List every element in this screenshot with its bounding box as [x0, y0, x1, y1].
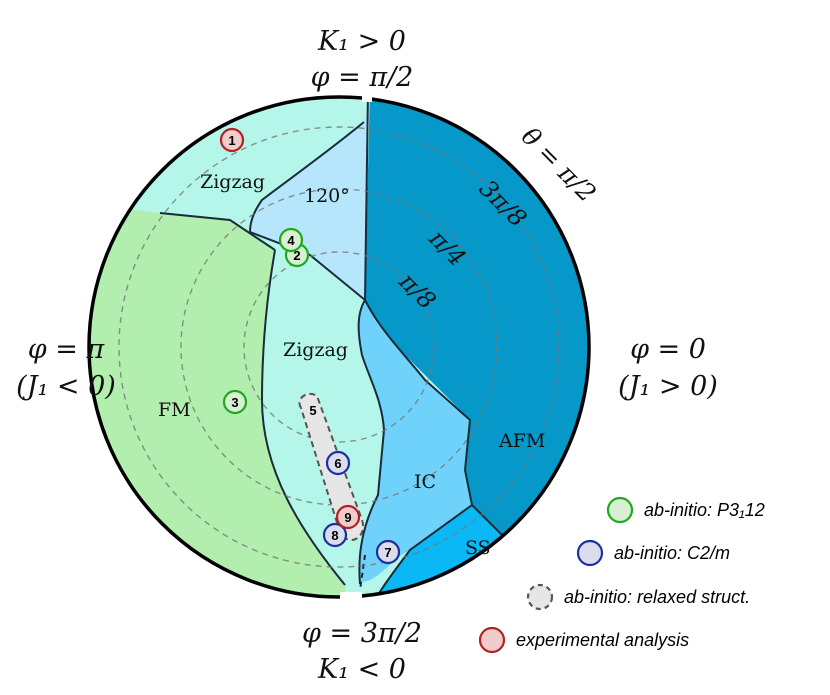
legend-item-red: experimental analysis — [478, 626, 689, 654]
label-ic: IC — [414, 471, 436, 493]
legend-label: experimental analysis — [516, 630, 689, 650]
boundary-ic-left — [357, 299, 386, 585]
marker-3: 3 — [222, 389, 248, 415]
legend-swatch — [478, 626, 506, 654]
marker-label: 2 — [293, 248, 300, 263]
marker-circle — [375, 539, 401, 565]
marker-label: 6 — [334, 456, 341, 471]
marker-label: 3 — [231, 395, 238, 410]
boundary-bottom-dashed — [359, 554, 366, 591]
boundary-120 — [248, 121, 366, 301]
label-right-1: φ = 0 — [630, 334, 706, 365]
data-markers: 1 2 3 4 5 6 7 89 — [219, 127, 401, 565]
label-bottom-1: φ = 3π/2 — [302, 618, 422, 649]
label-left-1: φ = π — [28, 334, 106, 365]
marker-1: 1 — [219, 127, 245, 153]
marker-circle — [222, 389, 248, 415]
legend: ab-initio: P3₁12 ab-initio: C2/m ab-initio… — [478, 496, 765, 654]
marker-circle — [322, 522, 348, 548]
legend-item-green: ab-initio: P3₁12 — [606, 496, 765, 524]
legend-swatch — [606, 496, 634, 524]
boundary-ss — [371, 504, 473, 597]
bottom-gap — [340, 592, 362, 601]
label-zigzag-center: Zigzag — [283, 339, 348, 361]
label-right-2: (J₁ > 0) — [618, 371, 718, 402]
label-top-2: φ = π/2 — [311, 62, 414, 93]
marker-4: 4 — [278, 227, 304, 253]
phase-boundaries — [159, 97, 521, 597]
phase-regions — [89, 97, 589, 597]
marker-circle — [278, 227, 304, 253]
legend-item-blue: ab-initio: C2/m — [576, 539, 730, 567]
marker-7: 7 — [375, 539, 401, 565]
theta-circle-pi4 — [180, 188, 498, 506]
marker-circle — [219, 127, 245, 153]
label-left-2: (J₁ < 0) — [16, 371, 116, 402]
legend-label: ab-initio: relaxed struct. — [564, 587, 750, 607]
legend-item-dashed: ab-initio: relaxed struct. — [526, 583, 750, 611]
marker-label: 1 — [228, 133, 235, 148]
theta-circles — [118, 126, 560, 568]
legend-label: ab-initio: C2/m — [614, 543, 730, 563]
label-top-1: K₁ > 0 — [317, 26, 406, 57]
outer-circle — [87, 95, 591, 599]
legend-label: ab-initio: P3₁12 — [644, 500, 765, 520]
marker-5: 5 — [309, 403, 316, 418]
boundary-afm — [363, 97, 521, 561]
theta-circle-3pi8 — [118, 126, 560, 568]
marker-label: 9 — [344, 510, 351, 525]
region-afm-fill — [365, 97, 589, 597]
marker-8: 8 — [322, 522, 348, 548]
label-bottom-2: K₁ < 0 — [317, 654, 406, 685]
label-ss: SS — [465, 537, 491, 559]
label-afm: AFM — [498, 430, 545, 452]
label-fm: FM — [158, 399, 191, 421]
marker-label: 7 — [384, 545, 391, 560]
marker-9: 9 — [335, 504, 361, 530]
region-ic-fill — [358, 300, 472, 584]
marker-6: 6 — [325, 450, 351, 476]
legend-swatch — [576, 539, 604, 567]
legend-swatch — [526, 583, 554, 611]
boundary-fm-zigzag — [260, 249, 346, 586]
marker-label: 4 — [287, 233, 295, 248]
region-120-fill — [250, 100, 368, 300]
theta-circle-pi8 — [243, 251, 435, 443]
top-gap — [362, 92, 372, 102]
boundary-fm-top — [159, 212, 276, 251]
marker-label: 5 — [309, 403, 316, 418]
marker-circle — [325, 450, 351, 476]
marker-circle — [335, 504, 361, 530]
label-zigzag-top: Zigzag — [200, 171, 265, 193]
label-120: 120° — [304, 185, 350, 207]
marker-label: 8 — [331, 528, 338, 543]
